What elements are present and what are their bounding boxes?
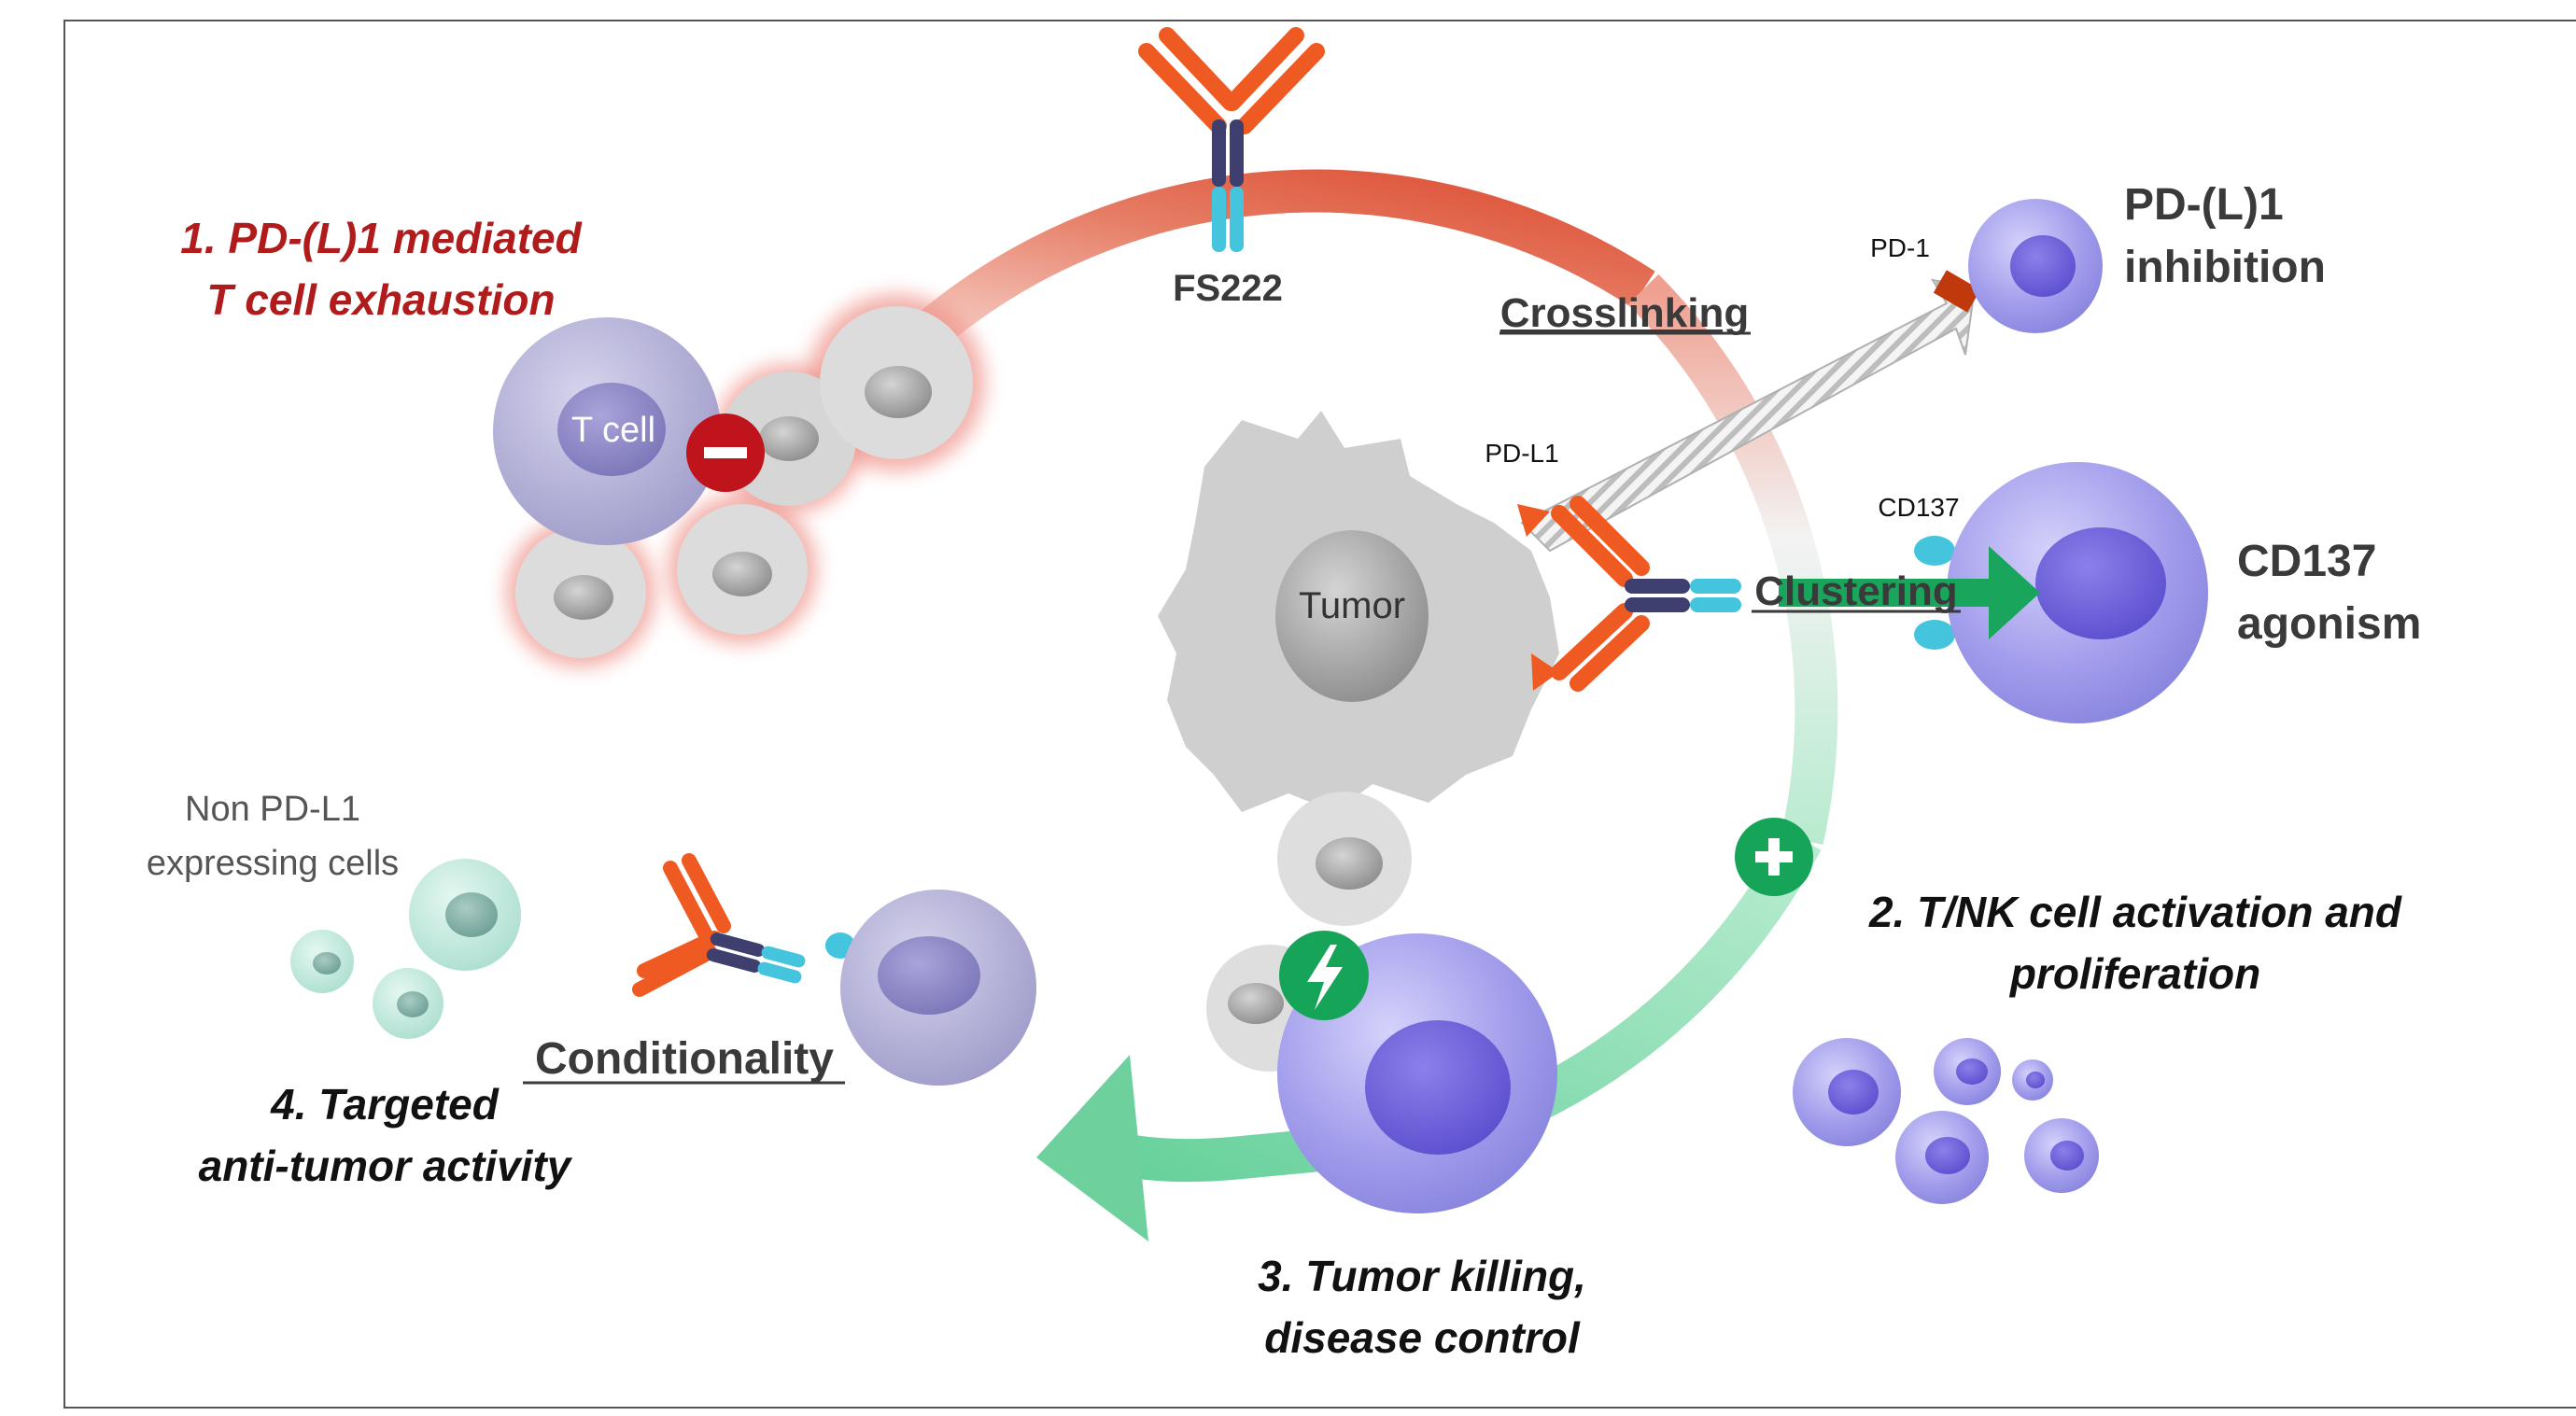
t-cell bbox=[493, 317, 721, 545]
step2-title-line2: proliferation bbox=[2008, 949, 2260, 998]
cd137-agonism-line2: agonism bbox=[2237, 599, 2421, 649]
pd-inhibition-line1: PD-(L)1 bbox=[2124, 180, 2284, 230]
free-antibody bbox=[632, 853, 806, 997]
fs222-antibody bbox=[1138, 27, 1325, 252]
minus-icon bbox=[704, 447, 747, 458]
non-pdl1-line2: expressing cells bbox=[147, 844, 399, 883]
crosslinking-arrow bbox=[1520, 278, 1977, 553]
step1-title-line1: 1. PD-(L)1 mediated bbox=[180, 214, 582, 262]
fs222-label: FS222 bbox=[1173, 268, 1283, 309]
lightning-icon bbox=[1307, 945, 1343, 1010]
t-cell-label: T cell bbox=[571, 411, 655, 450]
step2-title-line1: 2. T/NK cell activation and bbox=[1868, 888, 2402, 936]
pd-inhibition-line2: inhibition bbox=[2124, 243, 2326, 292]
pdl1-label: PD-L1 bbox=[1485, 439, 1558, 468]
clustering-label: Clustering bbox=[1754, 568, 1958, 614]
kill-badge bbox=[1279, 931, 1369, 1020]
pd1-label: PD-1 bbox=[1870, 233, 1930, 262]
tumor-cell bbox=[1158, 411, 1559, 812]
ring-arrowhead bbox=[1036, 1055, 1148, 1241]
cd137-label: CD137 bbox=[1878, 493, 1959, 522]
figure-frame bbox=[63, 20, 2576, 1409]
ring-exhaustion-segment bbox=[909, 169, 1655, 353]
conditionality-label: Conditionality bbox=[535, 1034, 834, 1084]
pdl1-receptor-bottom bbox=[1531, 653, 1559, 691]
resting-t-cell bbox=[840, 890, 1036, 1086]
cd137-nk-cell bbox=[1947, 462, 2208, 723]
pdl1-receptor-top bbox=[1517, 504, 1550, 537]
activation-badge bbox=[1735, 818, 1813, 896]
step3-title-line2: disease control bbox=[1264, 1313, 1581, 1362]
pd1-t-cell bbox=[1968, 199, 2103, 333]
step1-title-line2: T cell exhaustion bbox=[206, 275, 555, 324]
inhibition-badge bbox=[686, 414, 765, 492]
cd137-agonism-line1: CD137 bbox=[2237, 537, 2376, 586]
pd1-receptor bbox=[1933, 270, 1981, 313]
clustering-arrow bbox=[1779, 546, 2040, 639]
bound-antibody bbox=[1551, 496, 1741, 692]
crosslinking-label: Crosslinking bbox=[1500, 290, 1750, 336]
step4-title-line1: 4. Targeted bbox=[270, 1080, 500, 1129]
ring-transition-segment bbox=[1627, 273, 1838, 846]
non-pdl1-line1: Non PD-L1 bbox=[185, 790, 360, 829]
step3-title-line1: 3. Tumor killing, bbox=[1258, 1252, 1586, 1300]
cd137-receptors bbox=[1914, 536, 1955, 650]
proliferating-cells bbox=[1793, 1038, 2099, 1204]
non-pdl1-cells bbox=[290, 859, 521, 1039]
step4-title-line2: anti-tumor activity bbox=[199, 1142, 573, 1190]
tumor-label: Tumor bbox=[1299, 585, 1405, 626]
